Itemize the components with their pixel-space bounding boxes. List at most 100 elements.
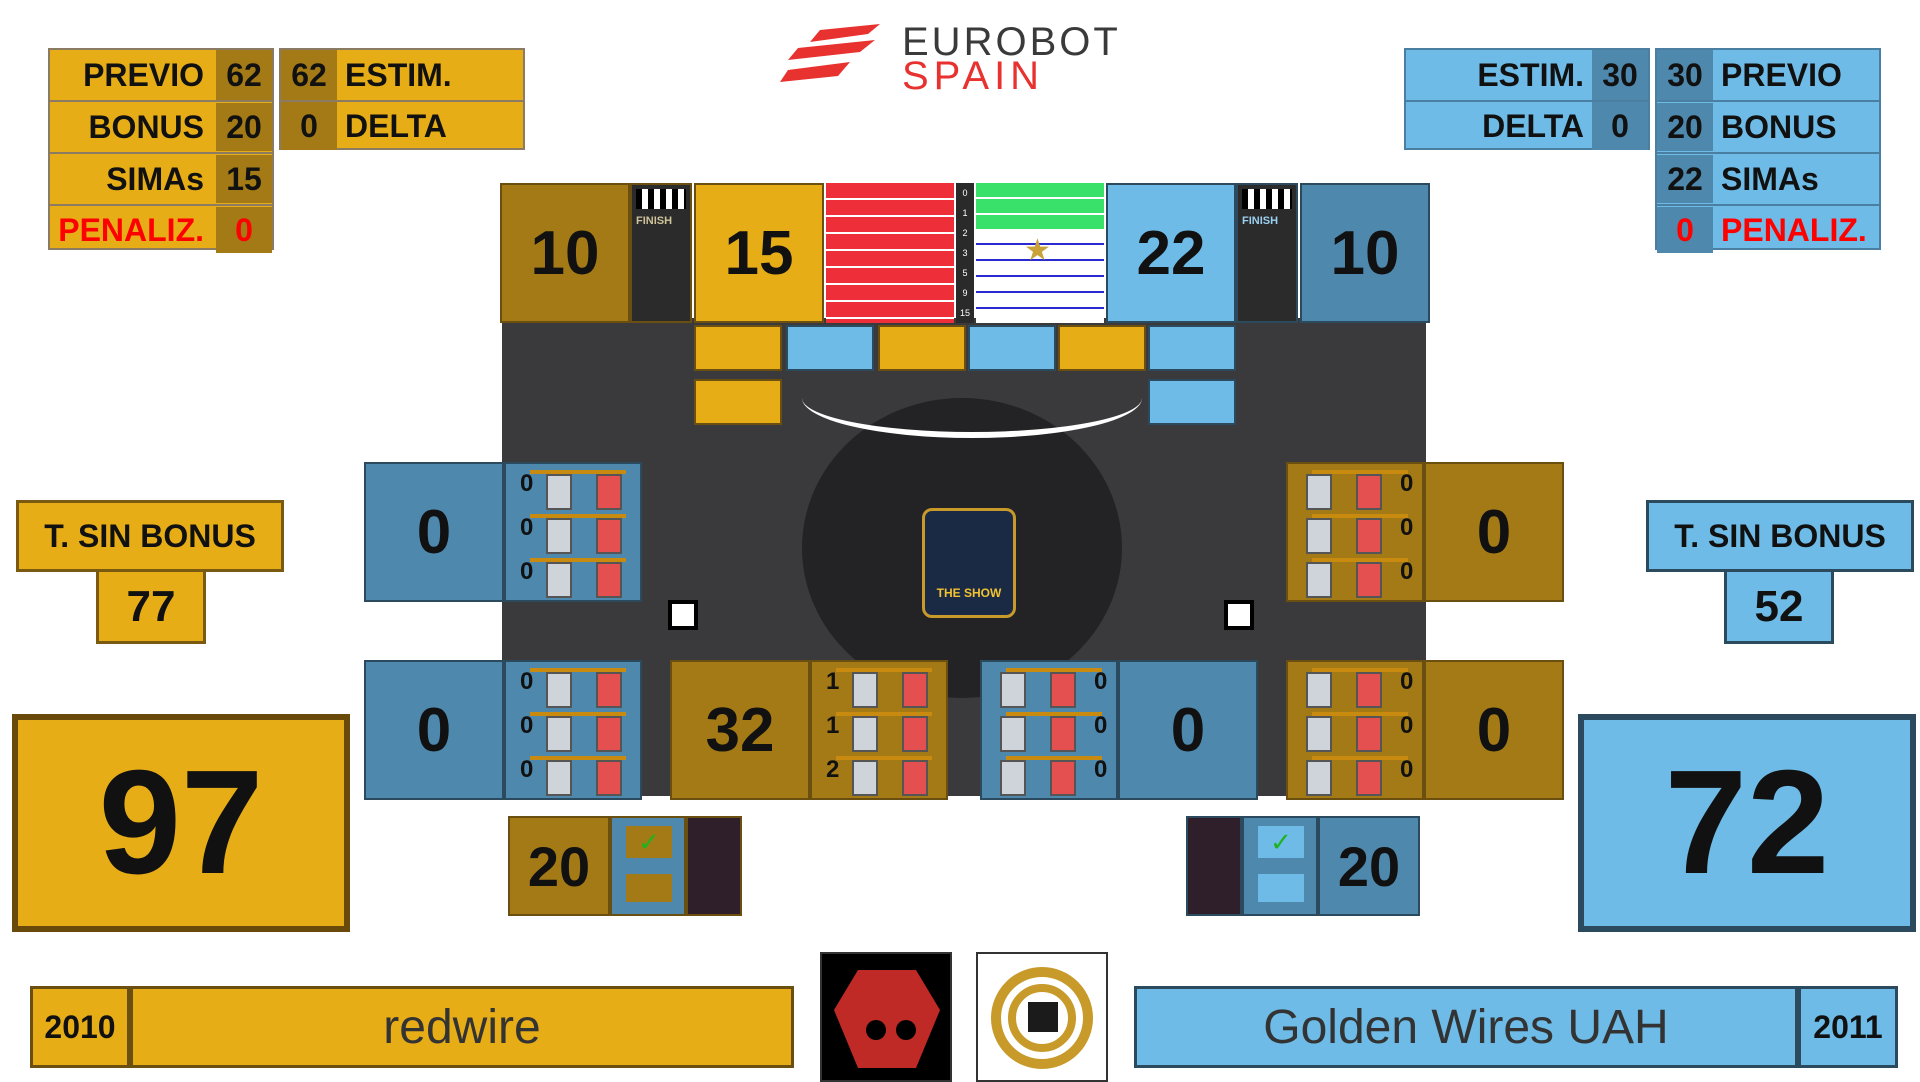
zone-d-rack-1: 0 bbox=[1094, 668, 1108, 695]
yellow-total: 97 bbox=[12, 714, 350, 932]
zone-a-rack-2: 0 bbox=[520, 514, 534, 541]
blue-check-icon: ✓ bbox=[1258, 826, 1304, 858]
star-icon: ★ bbox=[1024, 234, 1051, 267]
aruco-marker-left bbox=[668, 600, 698, 630]
eurobot-swoosh-icon bbox=[780, 24, 880, 82]
yellow-estim-label: ESTIM. bbox=[345, 56, 452, 93]
yellow-bonus-value: 20 bbox=[216, 103, 272, 151]
blue-tsb-value: 52 bbox=[1724, 572, 1834, 644]
blue-previo-value: 30 bbox=[1657, 50, 1713, 100]
zone-e-bottom-3: 0 bbox=[1400, 756, 1414, 783]
zone-a-rack-3: 0 bbox=[520, 558, 534, 585]
zone-d-rack: 0 0 0 bbox=[980, 660, 1118, 800]
playfield: THE SHOW bbox=[502, 318, 1426, 796]
center-emblem bbox=[922, 508, 1016, 618]
zone-b-rack-3: 0 bbox=[520, 756, 534, 783]
yellow-plant-slot bbox=[694, 379, 782, 425]
playfield-arc bbox=[802, 358, 1142, 438]
zone-b-rack-1: 0 bbox=[520, 668, 534, 695]
yellow-finish-score: 10 bbox=[500, 183, 630, 323]
brand-line2: SPAIN bbox=[902, 54, 1045, 98]
scale-5: 5 bbox=[962, 268, 968, 278]
zone-e-rack-bottom: 0 0 0 bbox=[1286, 660, 1424, 800]
zone-b-rack-2: 0 bbox=[520, 712, 534, 739]
yellow-team-name: redwire bbox=[130, 986, 794, 1068]
zone-e-bottom-2: 0 bbox=[1400, 712, 1414, 739]
blue-plant-slot bbox=[1148, 379, 1236, 425]
yellow-estim-value: 62 bbox=[281, 50, 337, 100]
zone-c-rack-1: 1 bbox=[826, 668, 840, 695]
planter-blue-3 bbox=[1148, 325, 1236, 371]
zone-d-rack-2: 0 bbox=[1094, 712, 1108, 739]
zone-c-rack-2: 1 bbox=[826, 712, 840, 739]
blue-delta-value: 0 bbox=[1592, 102, 1648, 150]
scale-3: 3 bbox=[962, 248, 968, 258]
yellow-penaliz-value: 0 bbox=[216, 207, 272, 253]
zone-c-score: 32 bbox=[670, 660, 810, 800]
scale-column: 0 1 2 3 5 9 15 bbox=[956, 183, 974, 323]
yellow-finish-flag: FINISH bbox=[630, 183, 692, 323]
golden-wires-logo-icon bbox=[991, 967, 1093, 1069]
zone-e-top-1: 0 bbox=[1400, 470, 1414, 497]
yellow-finish-flag-icon bbox=[636, 189, 686, 209]
blue-team-name: Golden Wires UAH bbox=[1134, 986, 1798, 1068]
yellow-tsb-label: T. SIN BONUS bbox=[16, 500, 284, 572]
planter-yellow-1 bbox=[694, 325, 782, 371]
aruco-marker-right bbox=[1224, 600, 1254, 630]
scale-2: 2 bbox=[962, 228, 968, 238]
yellow-banner-status: ✓ bbox=[610, 816, 686, 916]
yellow-banner-card bbox=[686, 816, 742, 916]
yellow-simas-label: SIMAs bbox=[106, 160, 204, 197]
scale-0: 0 bbox=[962, 188, 968, 198]
yellow-tsb-value: 77 bbox=[96, 572, 206, 644]
zone-b-score: 0 bbox=[364, 660, 504, 800]
blue-penaliz-value: 0 bbox=[1657, 207, 1713, 253]
zone-a-rack-1: 0 bbox=[520, 470, 534, 497]
planter-blue-1 bbox=[786, 325, 874, 371]
yellow-empty-slot bbox=[626, 874, 672, 902]
blue-finish-score: 10 bbox=[1300, 183, 1430, 323]
zone-e-bottom-1: 0 bbox=[1400, 668, 1414, 695]
blue-simas-value: 22 bbox=[1657, 155, 1713, 203]
zone-e-rack-top: 0 0 0 bbox=[1286, 462, 1424, 602]
yellow-delta-label: DELTA bbox=[345, 107, 447, 144]
blue-delta-label: DELTA bbox=[1482, 107, 1584, 144]
brand-line1: EUROBOT bbox=[902, 20, 1121, 64]
blue-banner-status: ✓ bbox=[1242, 816, 1318, 916]
blue-estim-value: 30 bbox=[1592, 50, 1648, 100]
yellow-check-icon: ✓ bbox=[626, 826, 672, 858]
planter-blue-2 bbox=[968, 325, 1056, 371]
zone-a-score: 0 bbox=[364, 462, 504, 602]
zone-e-top-2: 0 bbox=[1400, 514, 1414, 541]
blue-stats-left: ESTIM. 30 DELTA 0 bbox=[1404, 48, 1650, 150]
scale-1: 1 bbox=[962, 208, 968, 218]
yellow-finish-label: FINISH bbox=[636, 215, 673, 227]
center-emblem-text: THE SHOW bbox=[936, 586, 1002, 600]
blue-banner-score: 20 bbox=[1318, 816, 1420, 916]
blue-finish-flag: FINISH bbox=[1236, 183, 1298, 323]
golden-wires-logo bbox=[976, 952, 1108, 1082]
zone-b-rack: 0 0 0 bbox=[504, 660, 642, 800]
zone-c-rack: 1 1 2 bbox=[810, 660, 948, 800]
eurobot-logo: EUROBOT SPAIN bbox=[780, 20, 1160, 98]
blue-tsb-label: T. SIN BONUS bbox=[1646, 500, 1914, 572]
blue-banner-card bbox=[1186, 816, 1242, 916]
blue-finish-flag-icon bbox=[1242, 189, 1292, 209]
blue-finish-label: FINISH bbox=[1242, 215, 1279, 227]
zone-a-rack: 0 0 0 bbox=[504, 462, 642, 602]
red-progress-bar bbox=[826, 183, 954, 323]
blue-empty-slot bbox=[1258, 874, 1304, 902]
blue-previo-label: PREVIO bbox=[1721, 56, 1842, 93]
yellow-previo-label: PREVIO bbox=[83, 56, 204, 93]
zone-c-rack-3: 2 bbox=[826, 756, 840, 783]
blue-estim-label: ESTIM. bbox=[1477, 56, 1584, 93]
yellow-previo-value: 62 bbox=[216, 50, 272, 100]
scale-15: 15 bbox=[959, 308, 970, 318]
zone-d-rack-3: 0 bbox=[1094, 756, 1108, 783]
yellow-penaliz-label: PENALIZ. bbox=[58, 211, 204, 248]
zone-e-top-3: 0 bbox=[1400, 558, 1414, 585]
zone-e-score-top: 0 bbox=[1424, 462, 1564, 602]
blue-year: 2011 bbox=[1798, 986, 1898, 1068]
yellow-plant-score: 15 bbox=[694, 183, 824, 323]
blue-simas-label: SIMAs bbox=[1721, 160, 1819, 197]
